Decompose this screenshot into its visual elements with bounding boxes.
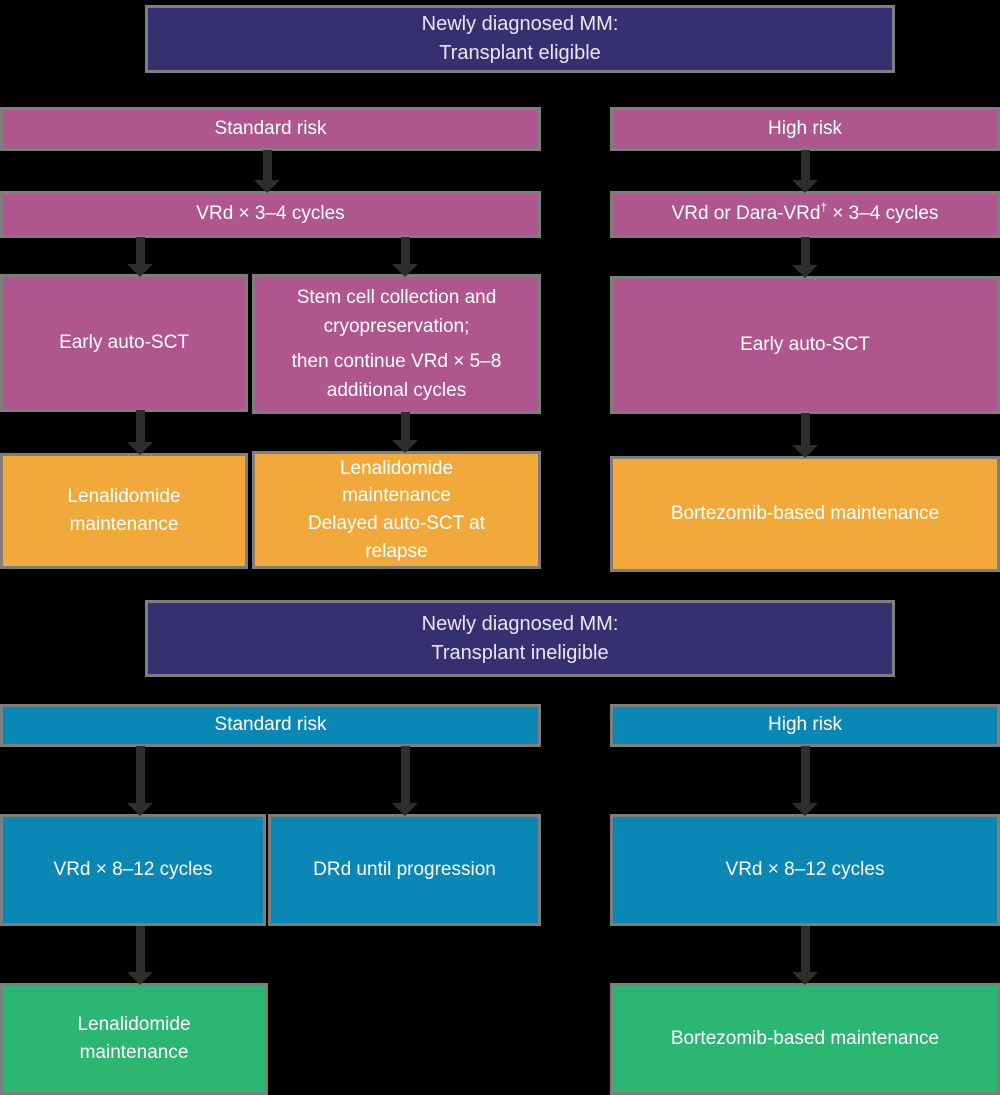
green-len-line1: Lenalidomide bbox=[77, 1013, 191, 1035]
arrow-head bbox=[127, 972, 153, 985]
arrow-shaft bbox=[800, 237, 810, 265]
arrow-shaft bbox=[135, 410, 145, 442]
arrow-vrd-to-lenalidomide-green bbox=[127, 926, 153, 985]
len-delayed-line3: Delayed auto-SCT at bbox=[307, 513, 486, 534]
arrow-head bbox=[254, 180, 280, 193]
arrow-shaft bbox=[400, 412, 410, 440]
len-delayed-line1: Lenalidomide bbox=[339, 457, 454, 479]
len-delayed-line2: maintenance bbox=[342, 485, 451, 507]
arrow-stem-cell-to-maintenance bbox=[392, 412, 418, 453]
ineligible-header-line2: Transplant ineligible bbox=[431, 641, 609, 664]
ineligible-drd-box: DRd until progression bbox=[268, 814, 541, 926]
arrow-head bbox=[127, 442, 153, 455]
arrow-head bbox=[392, 264, 418, 277]
arrow-head bbox=[792, 972, 818, 985]
arrow-head bbox=[792, 265, 818, 278]
eligible-early-auto-sct-left-box: Early auto-SCT bbox=[0, 274, 248, 412]
arrow-shaft bbox=[135, 746, 145, 803]
ineligible-bortezomib-maintenance-box: Bortezomib-based maintenance bbox=[610, 983, 1000, 1095]
arrow-head bbox=[127, 264, 153, 277]
arrow-eligible-standard-to-induction bbox=[254, 150, 280, 193]
len-delayed-line4: relapse bbox=[365, 540, 428, 562]
ineligible-header-line1: Newly diagnosed MM: bbox=[421, 612, 619, 635]
ineligible-vrd-left-box: VRd × 8–12 cycles bbox=[0, 814, 266, 926]
arrow-high-early-sct-to-maintenance bbox=[792, 413, 818, 458]
stem-cell-line3: then continue VRd × 5–8 bbox=[291, 350, 502, 372]
stem-cell-line4: additional cycles bbox=[326, 379, 467, 401]
eligible-lenalidomide-delayed-sct-box: Lenalidomide maintenance Delayed auto-SC… bbox=[252, 451, 541, 569]
arrow-shaft bbox=[800, 150, 810, 180]
ineligible-high-risk-label: High risk bbox=[610, 704, 1000, 747]
arrow-ineligible-standard-to-drd bbox=[392, 746, 418, 816]
arrow-shaft bbox=[800, 746, 810, 803]
arrow-vrd-to-bortezomib-green bbox=[792, 926, 818, 985]
arrow-shaft bbox=[135, 237, 145, 264]
arrow-head bbox=[392, 440, 418, 453]
arrow-ineligible-standard-to-vrd bbox=[127, 746, 153, 816]
eligible-header: Newly diagnosed MM: Transplant eligible bbox=[145, 5, 895, 73]
stem-cell-line1: Stem cell collection and bbox=[296, 286, 497, 308]
eligible-header-line2: Transplant eligible bbox=[439, 42, 601, 64]
stem-cell-collection-box: Stem cell collection and cryopreservatio… bbox=[252, 274, 541, 414]
eligible-lenalidomide-maintenance-box: Lenalidomide maintenance bbox=[0, 453, 248, 569]
ineligible-standard-risk-label: Standard risk bbox=[0, 704, 541, 747]
arrow-high-induction-to-early-sct bbox=[792, 237, 818, 278]
ineligible-lenalidomide-maintenance-box: Lenalidomide maintenance bbox=[0, 983, 268, 1095]
eligible-header-line1: Newly diagnosed MM: bbox=[421, 13, 619, 35]
eligible-standard-induction-box: VRd × 3–4 cycles bbox=[0, 191, 541, 238]
arrow-head bbox=[792, 803, 818, 816]
arrow-head bbox=[792, 180, 818, 193]
ineligible-vrd-right-box: VRd × 8–12 cycles bbox=[610, 814, 1000, 926]
arrow-induction-to-stem-cell bbox=[392, 237, 418, 277]
ineligible-header: Newly diagnosed MM: Transplant ineligibl… bbox=[145, 600, 895, 677]
eligible-high-induction-box: VRd or Dara-VRd† × 3–4 cycles bbox=[610, 191, 1000, 238]
arrow-eligible-high-to-induction bbox=[792, 150, 818, 193]
induction-suffix: × 3–4 cycles bbox=[827, 203, 939, 225]
arrow-shaft bbox=[800, 926, 810, 972]
arrow-induction-to-early-sct bbox=[127, 237, 153, 277]
arrow-shaft bbox=[262, 150, 272, 180]
arrow-head bbox=[392, 803, 418, 816]
arrow-ineligible-high-to-vrd bbox=[792, 746, 818, 816]
eligible-bortezomib-maintenance-box: Bortezomib-based maintenance bbox=[610, 456, 1000, 572]
len-maint-line1: Lenalidomide bbox=[67, 485, 181, 507]
arrow-early-sct-to-maintenance bbox=[127, 410, 153, 455]
stem-cell-line2: cryopreservation; bbox=[323, 316, 470, 338]
eligible-high-risk-label: High risk bbox=[610, 107, 1000, 151]
len-maint-line2: maintenance bbox=[69, 514, 179, 535]
arrow-head bbox=[792, 445, 818, 458]
eligible-high-induction-text: VRd or Dara-VRd† × 3–4 cycles bbox=[672, 200, 939, 229]
eligible-early-auto-sct-right-box: Early auto-SCT bbox=[610, 276, 1000, 414]
green-len-line2: maintenance bbox=[79, 1042, 189, 1063]
dagger-footnote-mark: † bbox=[820, 201, 827, 215]
arrow-shaft bbox=[400, 237, 410, 264]
arrow-shaft bbox=[400, 746, 410, 803]
arrow-shaft bbox=[800, 413, 810, 445]
induction-prefix: VRd or Dara-VRd bbox=[671, 203, 821, 225]
eligible-standard-risk-label: Standard risk bbox=[0, 107, 541, 151]
arrow-shaft bbox=[135, 926, 145, 972]
arrow-head bbox=[127, 803, 153, 816]
